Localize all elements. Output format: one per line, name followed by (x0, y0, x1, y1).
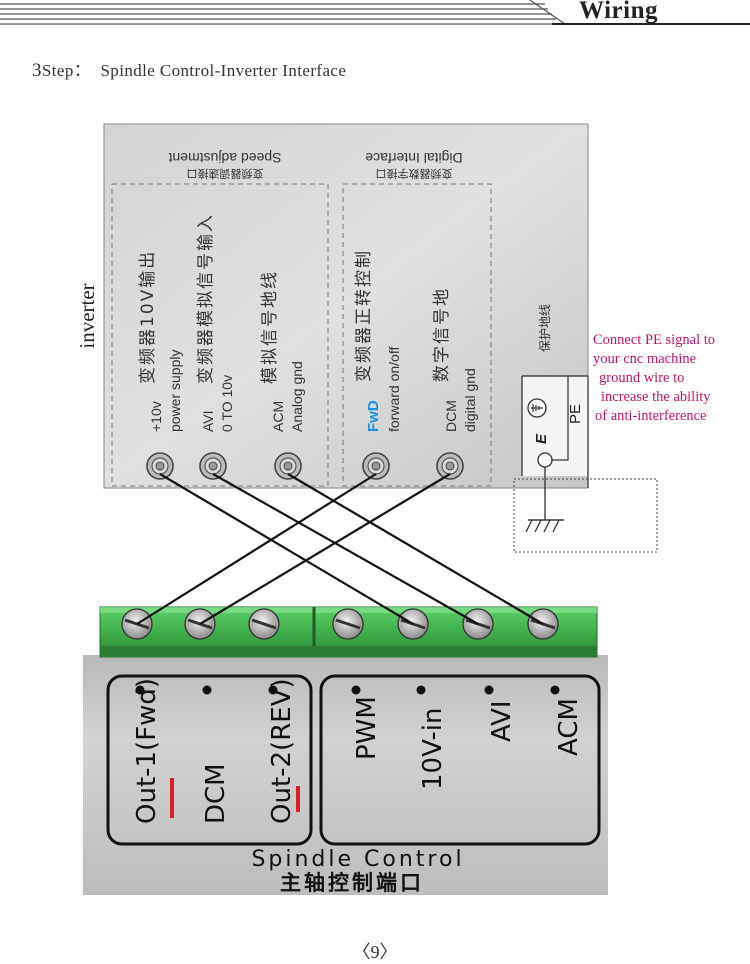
terminal-acm-code: ACM (270, 401, 286, 432)
section-title: Wiring (579, 0, 658, 24)
wire-avi-to-avi (212, 473, 479, 625)
spindle-control-module (83, 655, 608, 895)
screw-out2 (248, 608, 280, 640)
terminal-acm-cn: 模拟信号地线 (260, 270, 280, 384)
terminal-10v-code: +10v (148, 401, 164, 432)
terminal-dcm-cn: 数字信号地 (432, 287, 452, 382)
terminal-10v-en: power supply (167, 350, 183, 433)
pe-cn-label: 保护地线 (538, 304, 552, 352)
terminal-10v-cn: 变频器10V输出 (138, 250, 158, 384)
terminal-acm-en: Analog gnd (289, 361, 305, 432)
header-decoration (0, 0, 750, 25)
pe-note-line: increase the ability (601, 389, 711, 405)
spindle-label-avi: AVI (487, 700, 517, 742)
terminal-dcm-code: DCM (443, 400, 459, 432)
terminal-fwd-cn: 变频器正转控制 (354, 249, 374, 382)
inverter-panel (103, 123, 589, 489)
spindle-group1-box (106, 674, 313, 846)
pe-note-line: ground wire to (599, 370, 685, 386)
page-number: 〈9〉 (352, 942, 398, 962)
digital-section-title-en: Digital Interface (365, 150, 462, 166)
spindle-label-acm: ACM (554, 698, 584, 756)
pe-label: PE (567, 404, 584, 424)
speed-section-title-cn: 变频器调速接口 (187, 167, 264, 181)
digital-group-box (342, 183, 492, 487)
step-number: 3 (32, 60, 42, 81)
step-heading: 3Step： Spindle Control-Inverter Interfac… (32, 56, 346, 82)
terminal-dcm-en: digital gnd (462, 368, 478, 432)
speed-group-box (111, 183, 329, 487)
spindle-label-pwm: PWM (352, 696, 382, 760)
wire-acm-to-acm (287, 473, 544, 625)
spindle-label-dcm: DCM (201, 763, 231, 824)
pe-box (522, 376, 588, 476)
inverter-label: inverter (75, 283, 99, 348)
spindle-control-label-en: Spindle Control (251, 847, 464, 872)
pe-note-line: of anti-interference (595, 408, 707, 424)
spindle-label-out2: Out-2(REV) (267, 678, 297, 824)
earth-ground-icon (525, 519, 564, 533)
inverter-terminal-fwd (362, 452, 390, 480)
terminal-avi-code: AVI (200, 410, 216, 432)
step-title: Spindle Control-Inverter Interface (100, 61, 347, 80)
step-label: Step： (41, 61, 92, 80)
terminal-fwd-code: FwD (365, 400, 382, 432)
spindle-label-10v-in: 10V-in (418, 708, 448, 790)
speed-section-title-en: Speed adjustment (168, 150, 281, 166)
pe-note-line: Connect PE signal to (593, 332, 716, 348)
pe-note-line: your cnc machine (593, 351, 697, 367)
terminal-fwd-en: forward on/off (386, 347, 402, 432)
pe-e-label: E (533, 433, 550, 444)
terminal-avi-en: 0 TO 10v (219, 375, 235, 432)
spindle-label-out1: Out-1(Fwd) (132, 678, 162, 824)
wire-fwd-to-out1 (136, 473, 377, 625)
spindle-group2-box (319, 674, 601, 846)
inverter-terminal-dcm (436, 452, 464, 480)
wires (136, 473, 544, 625)
screw-pwm (332, 608, 364, 640)
ground-symbol-icon (527, 398, 547, 418)
inverter-terminal-avi (199, 452, 227, 480)
wire-dcm-to-dcm (199, 473, 451, 625)
red-mark-out1 (170, 778, 174, 818)
wire-10v-to-10v-in (159, 473, 414, 625)
digital-section-title-cn: 变频器数字接口 (376, 167, 453, 181)
earth-ground-box (513, 478, 658, 553)
terminal-avi-cn: 变频器模拟信号输入 (196, 213, 216, 384)
spindle-control-label-cn: 主轴控制端口 (280, 871, 424, 895)
pe-terminal (537, 452, 553, 468)
red-mark-out2 (296, 786, 300, 812)
inverter-terminal-acm (274, 452, 302, 480)
pe-note: Connect PE signal to your cnc machine gr… (593, 331, 715, 426)
